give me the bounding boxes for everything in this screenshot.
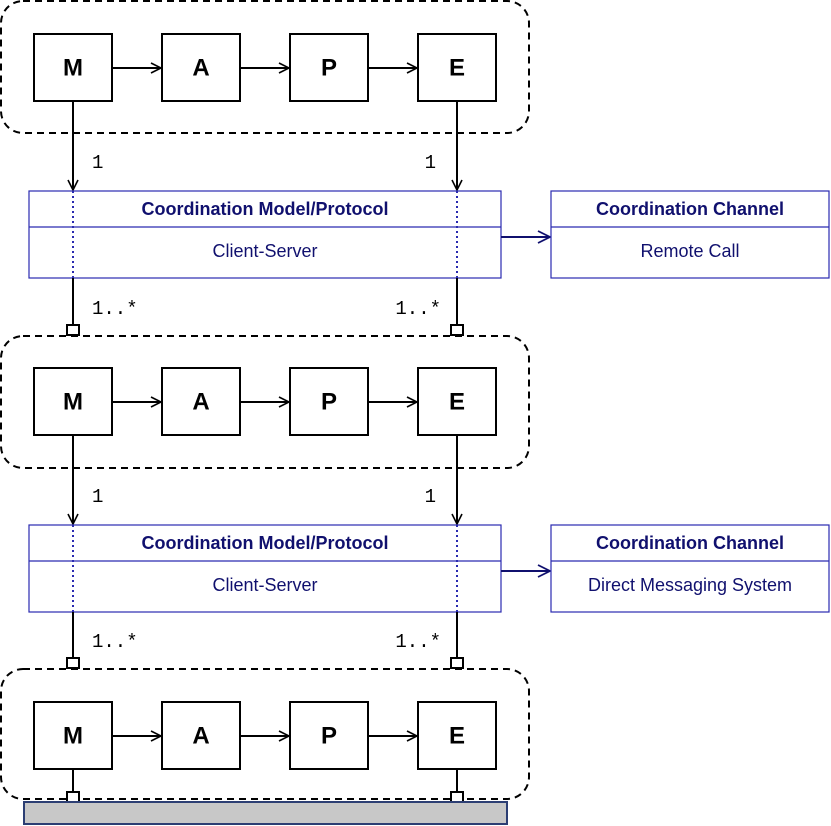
mape-group-1: M A P E [0, 0, 530, 134]
mape-3-execute-box: E [417, 701, 497, 770]
managed-resource-bar [23, 801, 508, 825]
multiplicity-m2-bottom: 1..* [92, 298, 138, 320]
multiplicity-e2-top: 1 [425, 486, 436, 508]
mape-2-monitor-box: M [33, 367, 113, 436]
coordination-model-title-2: Coordination Model/Protocol [142, 533, 389, 553]
mape-group-2-boundary [0, 335, 530, 469]
coordination-model-title-1: Coordination Model/Protocol [142, 199, 389, 219]
mape-1-plan-label: P [321, 55, 337, 82]
port-e3-base [450, 791, 464, 803]
mape-3-execute-label: E [449, 723, 465, 750]
mape-2-execute-label: E [449, 389, 465, 416]
mape-3-monitor-box: M [33, 701, 113, 770]
multiplicity-e3-bottom: 1..* [395, 631, 441, 653]
mape-3-analyze-label: A [192, 723, 209, 750]
multiplicity-m3-bottom: 1..* [92, 631, 138, 653]
port-m3-top [66, 657, 80, 669]
port-e3-top [450, 657, 464, 669]
multiplicity-m1-top: 1 [92, 152, 103, 174]
mape-2-plan-label: P [321, 389, 337, 416]
mape-2-monitor-label: M [63, 389, 83, 416]
mape-2-plan-box: P [289, 367, 369, 436]
port-m3-base [66, 791, 80, 803]
coordination-channel-value-1: Remote Call [640, 241, 739, 261]
mape-1-analyze-box: A [161, 33, 241, 102]
mape-group-3-boundary [0, 668, 530, 800]
coordination-model-box-1: Coordination Model/Protocol Client-Serve… [28, 190, 502, 279]
coordination-channel-title-2: Coordination Channel [596, 533, 784, 553]
mape-2-execute-box: E [417, 367, 497, 436]
mape-group-1-boundary [0, 0, 530, 134]
multiplicity-m2-top: 1 [92, 486, 103, 508]
mape-1-analyze-label: A [192, 55, 209, 82]
mape-3-monitor-label: M [63, 723, 83, 750]
mape-2-analyze-label: A [192, 389, 209, 416]
coordination-model-value-1: Client-Server [212, 241, 317, 261]
coordination-channel-value-2: Direct Messaging System [588, 575, 792, 595]
mape-3-analyze-box: A [161, 701, 241, 770]
coordination-model-value-2: Client-Server [212, 575, 317, 595]
mape-3-plan-label: P [321, 723, 337, 750]
port-m2-top [66, 324, 80, 336]
mape-1-execute-box: E [417, 33, 497, 102]
mape-2-analyze-box: A [161, 367, 241, 436]
mape-1-plan-box: P [289, 33, 369, 102]
mape-1-monitor-label: M [63, 55, 83, 82]
coordination-model-box-2: Coordination Model/Protocol Client-Serve… [28, 524, 502, 613]
coordination-channel-title-1: Coordination Channel [596, 199, 784, 219]
mape-group-3: M A P E [0, 668, 530, 800]
mape-group-2: M A P E [0, 335, 530, 469]
mape-1-monitor-box: M [33, 33, 113, 102]
mape-1-execute-label: E [449, 55, 465, 82]
multiplicity-e1-top: 1 [425, 152, 436, 174]
multiplicity-e2-bottom: 1..* [395, 298, 441, 320]
coordination-channel-box-2: Coordination Channel Direct Messaging Sy… [550, 524, 830, 613]
coordination-channel-box-1: Coordination Channel Remote Call [550, 190, 830, 279]
port-e2-top [450, 324, 464, 336]
mape-3-plan-box: P [289, 701, 369, 770]
